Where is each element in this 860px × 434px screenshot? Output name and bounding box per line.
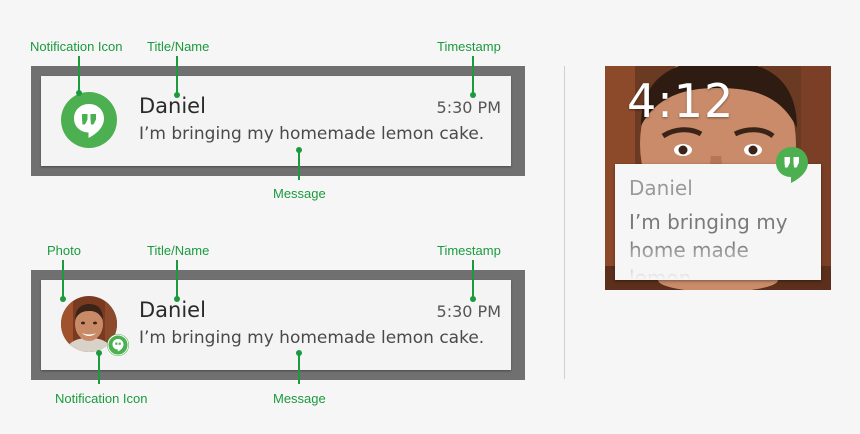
leader-dot-notification-icon	[76, 90, 82, 96]
leader-title-name	[176, 56, 178, 94]
label-photo: Photo	[47, 243, 81, 258]
notification-frame-2: Daniel 5:30 PM I’m bringing my homemade …	[31, 270, 525, 380]
label-title-name-2: Title/Name	[147, 243, 210, 258]
notification-card-2[interactable]: Daniel 5:30 PM I’m bringing my homemade …	[41, 280, 511, 370]
label-timestamp-2: Timestamp	[437, 243, 501, 258]
notification-timestamp: 5:30 PM	[436, 98, 501, 117]
hangouts-watch-icon	[776, 147, 808, 183]
leader-dot-timestamp-2	[470, 296, 476, 302]
notification-message: I’m bringing my homemade lemon cake.	[139, 124, 485, 144]
watch-screen: 4:12 Daniel I’m bringing my home made le…	[605, 66, 831, 290]
leader-timestamp	[472, 56, 474, 94]
label-timestamp: Timestamp	[437, 39, 501, 54]
label-message: Message	[273, 186, 326, 201]
label-title-name: Title/Name	[147, 39, 210, 54]
label-notification-icon-2: Notification Icon	[55, 391, 148, 406]
watch-notification-title: Daniel	[629, 176, 693, 200]
leader-notification-icon	[78, 56, 80, 92]
notification-title: Daniel	[139, 94, 206, 118]
notification-frame: Daniel 5:30 PM I’m bringing my homemade …	[31, 66, 525, 176]
section-divider	[564, 66, 565, 379]
leader-dot-title-name-2	[174, 296, 180, 302]
leader-timestamp-2	[472, 260, 474, 298]
hangouts-badge-icon	[107, 334, 129, 356]
leader-title-name-2	[176, 260, 178, 298]
notification-message-2: I’m bringing my homemade lemon cake.	[139, 328, 485, 348]
leader-notification-icon-2	[98, 353, 100, 384]
watch-text-fade	[615, 242, 821, 280]
leader-dot-timestamp	[470, 92, 476, 98]
leader-dot-photo	[60, 296, 66, 302]
label-message-2: Message	[273, 391, 326, 406]
hangouts-app-icon	[61, 92, 117, 148]
watch-notification-card[interactable]: Daniel I’m bringing my home made lemon	[615, 164, 821, 280]
leader-message-2	[298, 353, 300, 384]
leader-photo	[62, 260, 64, 298]
notification-card[interactable]: Daniel 5:30 PM I’m bringing my homemade …	[41, 76, 511, 166]
label-notification-icon: Notification Icon	[30, 39, 123, 54]
notification-timestamp-2: 5:30 PM	[436, 302, 501, 321]
notification-title-2: Daniel	[139, 298, 206, 322]
leader-dot-title-name	[174, 92, 180, 98]
watch-clock: 4:12	[627, 74, 735, 128]
leader-message	[298, 150, 300, 180]
